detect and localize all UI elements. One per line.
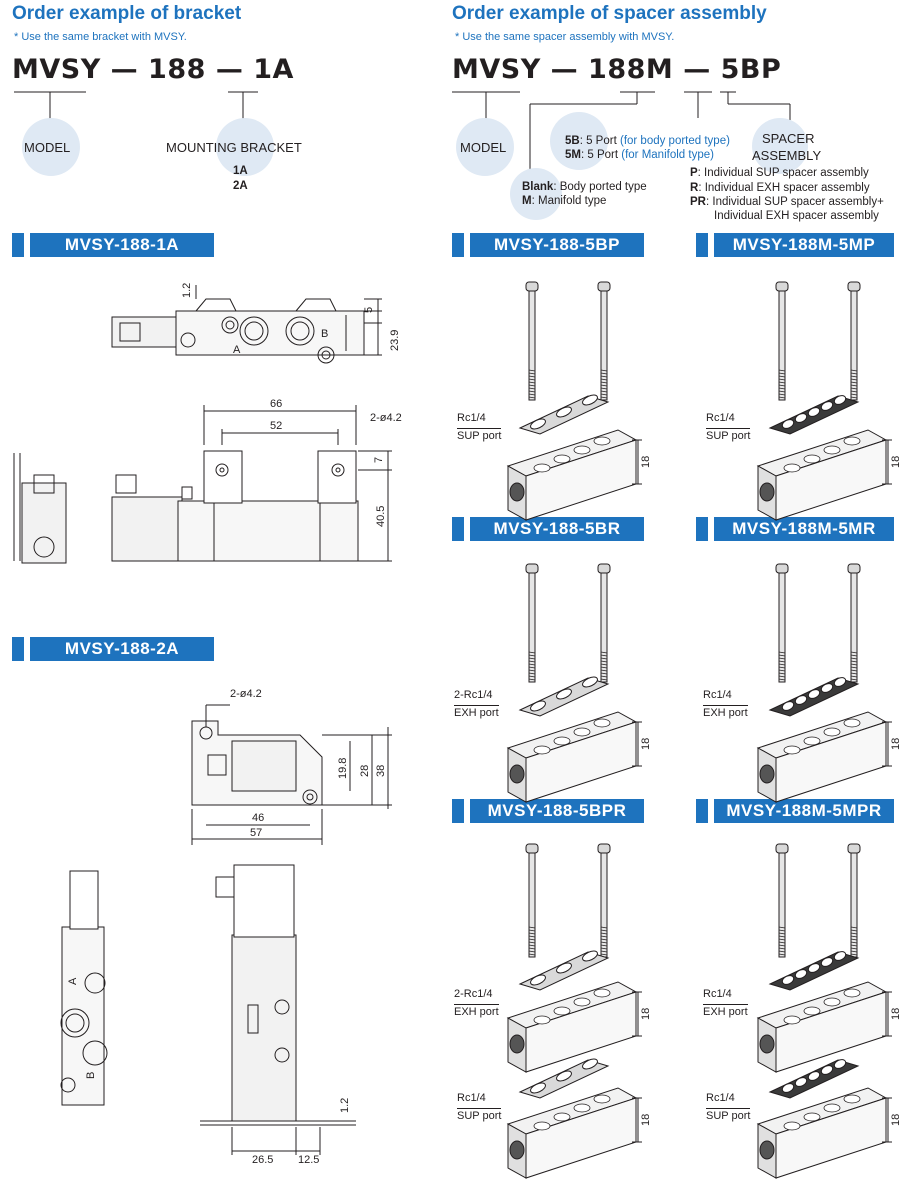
- label-5mp-sup: SUP port: [706, 428, 751, 442]
- model-bubble: [22, 118, 80, 176]
- band-mvsy-188-5bp: MVSY-188-5BP: [452, 233, 644, 257]
- bracket-option-1a: 1A: [233, 165, 248, 177]
- dim-2a-12.5: 12.5: [298, 1154, 319, 1166]
- dim-1a-66: 66: [270, 398, 282, 410]
- assembly-5br: 18: [506, 563, 652, 803]
- drawing-1a: [13, 285, 392, 564]
- svg-text:18: 18: [640, 456, 652, 468]
- spacer-model-label: MODEL: [460, 140, 507, 155]
- label-5mp-rc: Rc1/4: [706, 412, 735, 424]
- dim-1a-52: 52: [270, 420, 282, 432]
- port-a-1a: A: [233, 344, 241, 356]
- spacer-note: * Use the same spacer assembly with MVSY…: [455, 31, 675, 43]
- dim-1a-1.2: 1.2: [181, 283, 193, 298]
- dim-1a-5: 5: [363, 307, 375, 313]
- spacer-assembly-line1: SPACER: [762, 131, 815, 146]
- dim-2a-38: 38: [375, 765, 387, 777]
- label-5bpr-rc-exh: 2-Rc1/4: [454, 988, 493, 1000]
- mounting-bracket-label: MOUNTING BRACKET: [166, 140, 302, 155]
- dim-2a-19.8: 19.8: [337, 758, 349, 779]
- label-5mpr-rc-exh: Rc1/4: [703, 988, 732, 1000]
- port-bubble: [550, 112, 608, 170]
- spacer-order-code: MVSY — 188M — 5BP: [452, 54, 782, 85]
- bracket-option-2a: 2A: [233, 180, 248, 192]
- port-5b-line: 5B: 5 Port (for body ported type): [565, 135, 730, 147]
- label-5mr-rc: Rc1/4: [703, 689, 732, 701]
- drawing-2a-labels: 2-ø4.2 19.8 28 38 46 57 A B 1.2 26.5 12.…: [67, 688, 387, 1166]
- pr-option: PR: Individual SUP spacer assembly+: [690, 196, 884, 208]
- port-a-2a: A: [67, 977, 79, 985]
- assembly-5mp: 18: [756, 281, 902, 521]
- spacer-assembly-line2: ASSEMBLY: [752, 148, 822, 163]
- bracket-heading: Order example of bracket: [12, 3, 242, 24]
- label-5mpr-exh: EXH port: [703, 1004, 748, 1018]
- bracket-leader-lines: [14, 91, 791, 178]
- svg-text:18: 18: [890, 456, 902, 468]
- band-mvsy-188-1a: MVSY-188-1A: [12, 233, 214, 257]
- drawing-2a: [60, 704, 392, 1155]
- port-b-2a: B: [85, 1072, 97, 1079]
- band-mvsy-188-5br: MVSY-188-5BR: [452, 517, 644, 541]
- p-option: P: Individual SUP spacer assembly: [690, 167, 869, 179]
- label-5mpr-sup: SUP port: [706, 1108, 751, 1122]
- band-mvsy-188m-5mp: MVSY-188M-5MP: [696, 233, 894, 257]
- svg-text:18: 18: [640, 738, 652, 750]
- dim-1a-23.9: 23.9: [389, 330, 401, 351]
- label-5br-rc: 2-Rc1/4: [454, 689, 493, 701]
- body-type-bubble: [510, 168, 562, 220]
- label-5mr-exh: EXH port: [703, 705, 748, 719]
- m-option: M: Manifold type: [522, 195, 607, 207]
- port-5m-line: 5M: 5 Port (for Manifold type): [565, 149, 714, 161]
- svg-text:18: 18: [890, 1008, 902, 1020]
- port-b-1a: B: [321, 328, 328, 340]
- dim-2a-1.2: 1.2: [339, 1098, 351, 1113]
- label-5bp-rc: Rc1/4: [457, 412, 486, 424]
- bracket-model-label: MODEL: [24, 140, 71, 155]
- dim-2a-57: 57: [250, 827, 262, 839]
- assembly-5bp: 18: [506, 281, 652, 521]
- spacer-model-bubble: [456, 118, 514, 176]
- pr-option-line2: Individual EXH spacer assembly: [714, 210, 879, 222]
- bracket-order-code: MVSY — 188 — 1A: [12, 54, 294, 85]
- assembly-5mr: 18: [756, 563, 902, 803]
- svg-text:18: 18: [890, 1114, 902, 1126]
- label-5bpr-sup: SUP port: [457, 1108, 502, 1122]
- label-5br-exh: EXH port: [454, 705, 499, 719]
- bracket-bubble: [216, 118, 274, 176]
- dim-2a-hole: 2-ø4.2: [230, 688, 262, 700]
- dim-1a-hole: 2-ø4.2: [370, 412, 402, 424]
- dim-2a-28: 28: [359, 765, 371, 777]
- label-5bp-sup: SUP port: [457, 428, 502, 442]
- spacer-assembly-bubble: [752, 118, 808, 174]
- r-option: R: Individual EXH spacer assembly: [690, 182, 870, 194]
- dim-1a-40.5: 40.5: [375, 506, 387, 527]
- label-5mpr-rc-sup: Rc1/4: [706, 1092, 735, 1104]
- dim-2a-46: 46: [252, 812, 264, 824]
- band-mvsy-188-2a: MVSY-188-2A: [12, 637, 214, 661]
- band-mvsy-188m-5mpr: MVSY-188M-5MPR: [696, 799, 894, 823]
- svg-text:18: 18: [640, 1114, 652, 1126]
- spacer-heading: Order example of spacer assembly: [452, 3, 767, 24]
- label-5bpr-rc-sup: Rc1/4: [457, 1092, 486, 1104]
- band-mvsy-188-5bpr: MVSY-188-5BPR: [452, 799, 644, 823]
- svg-text:18: 18: [890, 738, 902, 750]
- dim-2a-26.5: 26.5: [252, 1154, 273, 1166]
- blank-option: Blank: Body ported type: [522, 181, 647, 193]
- svg-text:18: 18: [640, 1008, 652, 1020]
- band-mvsy-188m-5mr: MVSY-188M-5MR: [696, 517, 894, 541]
- label-5bpr-exh: EXH port: [454, 1004, 499, 1018]
- drawing-1a-labels: 1.2 5 23.9 A B 66 52 2-ø4.2 7 40.5: [181, 283, 402, 527]
- dim-1a-7: 7: [373, 457, 385, 463]
- bracket-note: * Use the same bracket with MVSY.: [14, 31, 187, 43]
